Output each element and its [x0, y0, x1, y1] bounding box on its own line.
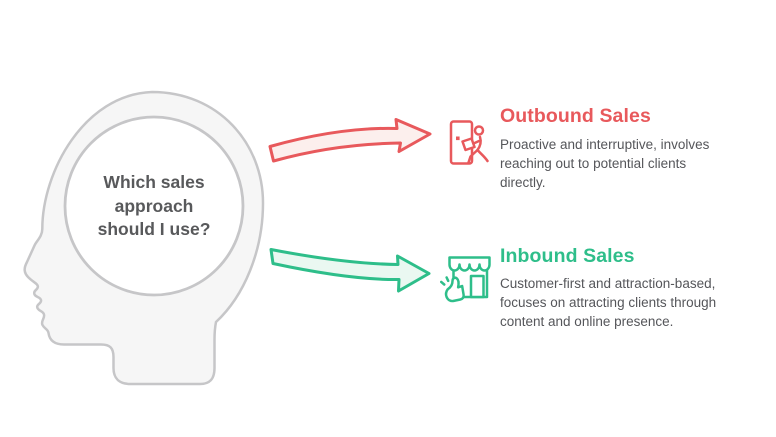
outbound-arrow — [268, 118, 432, 163]
inbound-title: Inbound Sales — [500, 245, 635, 268]
outbound-description: Proactive and interruptive, involves rea… — [500, 136, 710, 191]
outbound-title: Outbound Sales — [500, 105, 651, 128]
inbound-description: Customer-first and attraction-based, foc… — [500, 275, 717, 330]
inbound-arrow — [269, 248, 431, 293]
storefront-thumbs-up-icon — [440, 256, 491, 303]
thought-question: Which sales approach should I use? — [97, 172, 211, 239]
person-exiting-door-icon — [449, 120, 489, 165]
thought-circle — [63, 115, 245, 297]
